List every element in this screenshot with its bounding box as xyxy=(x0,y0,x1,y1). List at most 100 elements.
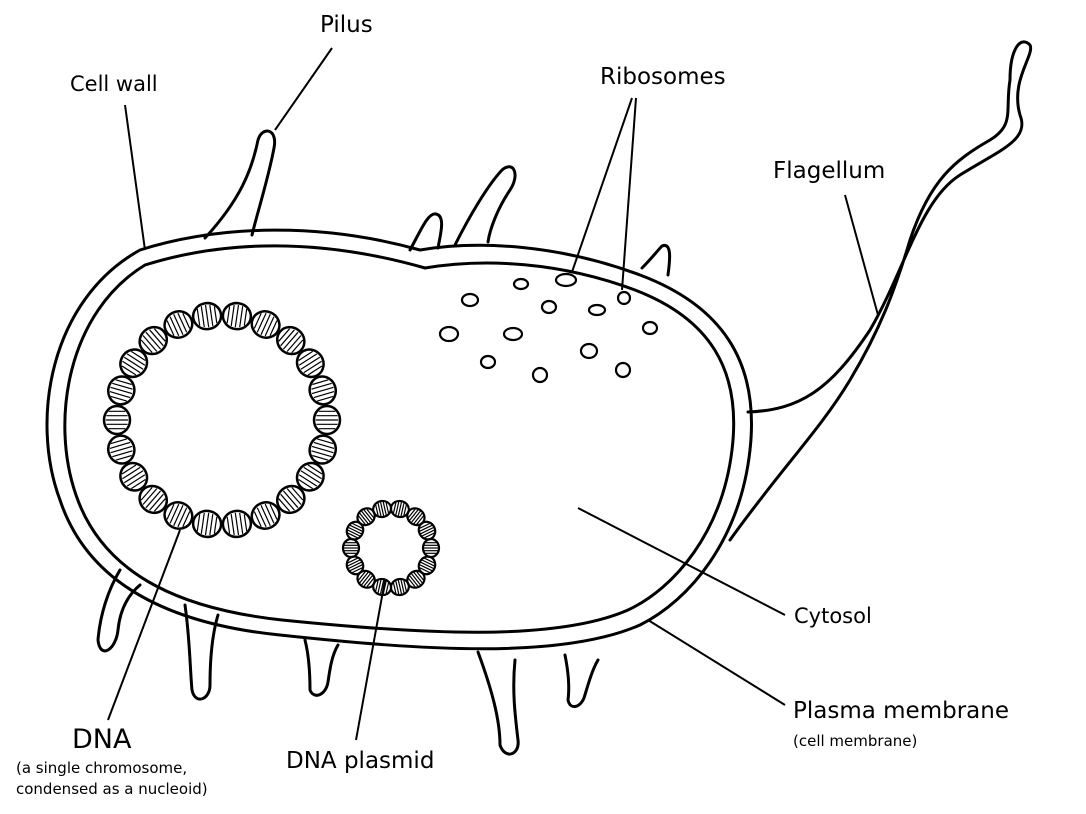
dna-hatch xyxy=(419,567,430,574)
dna-hatch xyxy=(177,507,188,528)
dna-hatch xyxy=(403,504,407,516)
label-plasma-membrane-note: (cell membrane) xyxy=(793,732,918,750)
dna-helix-segment xyxy=(221,509,253,539)
dna-hatch xyxy=(363,509,373,521)
dna-hatch xyxy=(110,438,127,445)
dna-hatch xyxy=(348,526,362,535)
dna-hatch xyxy=(419,524,433,532)
dna-hatch xyxy=(234,304,240,328)
dna-hatch xyxy=(213,306,218,324)
dna-hatch xyxy=(204,304,210,328)
label-plasma-membrane: Plasma membrane xyxy=(793,698,1009,724)
dna-helix-segment xyxy=(417,520,437,541)
dna-hatch xyxy=(115,454,132,461)
dna-hatch xyxy=(409,509,419,521)
dna-helix-segment xyxy=(250,501,281,530)
dna-hatch xyxy=(416,515,424,525)
dna-hatch xyxy=(413,512,423,525)
dna-hatch xyxy=(361,510,371,523)
dna-hatch xyxy=(416,571,424,581)
dna-hatch xyxy=(385,582,390,594)
dna-hatch xyxy=(112,382,133,390)
dna-hatch xyxy=(411,573,421,586)
dna-hatch xyxy=(196,308,201,326)
dna-hatch xyxy=(379,579,385,595)
dna-hatch xyxy=(298,474,318,487)
dna-hatch xyxy=(260,505,271,526)
dna-hatch xyxy=(280,329,295,347)
dna-hatch xyxy=(298,350,314,362)
dna-hatch xyxy=(169,503,180,524)
dna-hatch xyxy=(420,526,434,535)
leader-dna-plasmid xyxy=(355,579,386,741)
dna-helix-segment xyxy=(275,484,306,515)
label-dna-note-1: (a single chromosome, xyxy=(16,759,188,777)
dna-hatch xyxy=(166,320,175,336)
pilus xyxy=(640,243,672,277)
dna-hatch xyxy=(264,503,275,524)
pilus xyxy=(303,638,340,697)
pilus xyxy=(96,568,142,653)
dna-hatch xyxy=(366,578,375,588)
dna-hatch xyxy=(110,395,127,402)
leader-cytosol xyxy=(577,507,786,616)
dna-helix-segment xyxy=(250,310,281,339)
dna-hatch xyxy=(347,529,361,537)
label-dna-note-2: condensed as a nucleoid) xyxy=(16,780,208,798)
dna-hatch xyxy=(173,505,184,526)
dna-hatch xyxy=(177,312,188,333)
leader-dna xyxy=(107,529,181,721)
ribosome xyxy=(579,342,599,360)
dna-hatch xyxy=(286,335,302,352)
label-dna: DNA xyxy=(72,724,132,755)
dna-hatch xyxy=(397,579,403,595)
dna-hatch xyxy=(269,504,278,520)
dna-hatch xyxy=(243,308,248,326)
dna-hatch xyxy=(361,573,371,586)
dna-hatch xyxy=(253,511,262,527)
dna-hatch xyxy=(145,331,162,350)
dna-hatch xyxy=(123,356,144,370)
dna-hatch xyxy=(379,501,385,517)
dna-helix-segment xyxy=(119,348,149,379)
plasma-membrane xyxy=(63,244,736,634)
ribosomes xyxy=(438,272,659,384)
dna-hatch xyxy=(400,579,405,594)
dna-hatch xyxy=(392,502,397,514)
dna-hatch xyxy=(239,306,244,328)
dna-hatch xyxy=(230,304,235,326)
dna-hatch xyxy=(419,564,433,572)
dna-hatch xyxy=(311,450,332,458)
dna-hatch xyxy=(407,508,416,518)
dna-hatch xyxy=(352,522,363,529)
dna-hatch xyxy=(317,395,334,402)
dna-hatch xyxy=(347,532,358,539)
dna-hatch xyxy=(375,504,379,516)
dna-hatch xyxy=(413,571,423,584)
dna-hatch xyxy=(359,512,369,525)
ribosome xyxy=(540,299,558,315)
dna-hatch xyxy=(409,575,419,587)
dna-hatch xyxy=(359,571,369,584)
ribosome xyxy=(512,277,530,291)
dna-hatch xyxy=(291,487,304,501)
label-dna-plasmid: DNA plasmid xyxy=(286,748,435,774)
dna-hatch xyxy=(403,580,407,592)
dna-hatch xyxy=(311,386,334,395)
dna-hatch xyxy=(130,478,146,490)
dna-hatch xyxy=(209,514,214,536)
ribosome xyxy=(616,290,632,306)
dna-hatch xyxy=(307,365,323,376)
pilus xyxy=(408,212,444,252)
dna-hatch xyxy=(126,353,146,366)
leader-plasma-membrane xyxy=(647,619,786,706)
leader-ribosomes xyxy=(571,97,633,273)
dna-hatch xyxy=(349,524,363,532)
dna-hatch xyxy=(109,391,131,399)
label-ribosomes: Ribosomes xyxy=(600,64,726,90)
dna-plasmid xyxy=(341,499,441,597)
dna-hatch xyxy=(347,557,358,564)
dna-hatch xyxy=(349,564,363,572)
dna-hatch xyxy=(153,328,166,342)
